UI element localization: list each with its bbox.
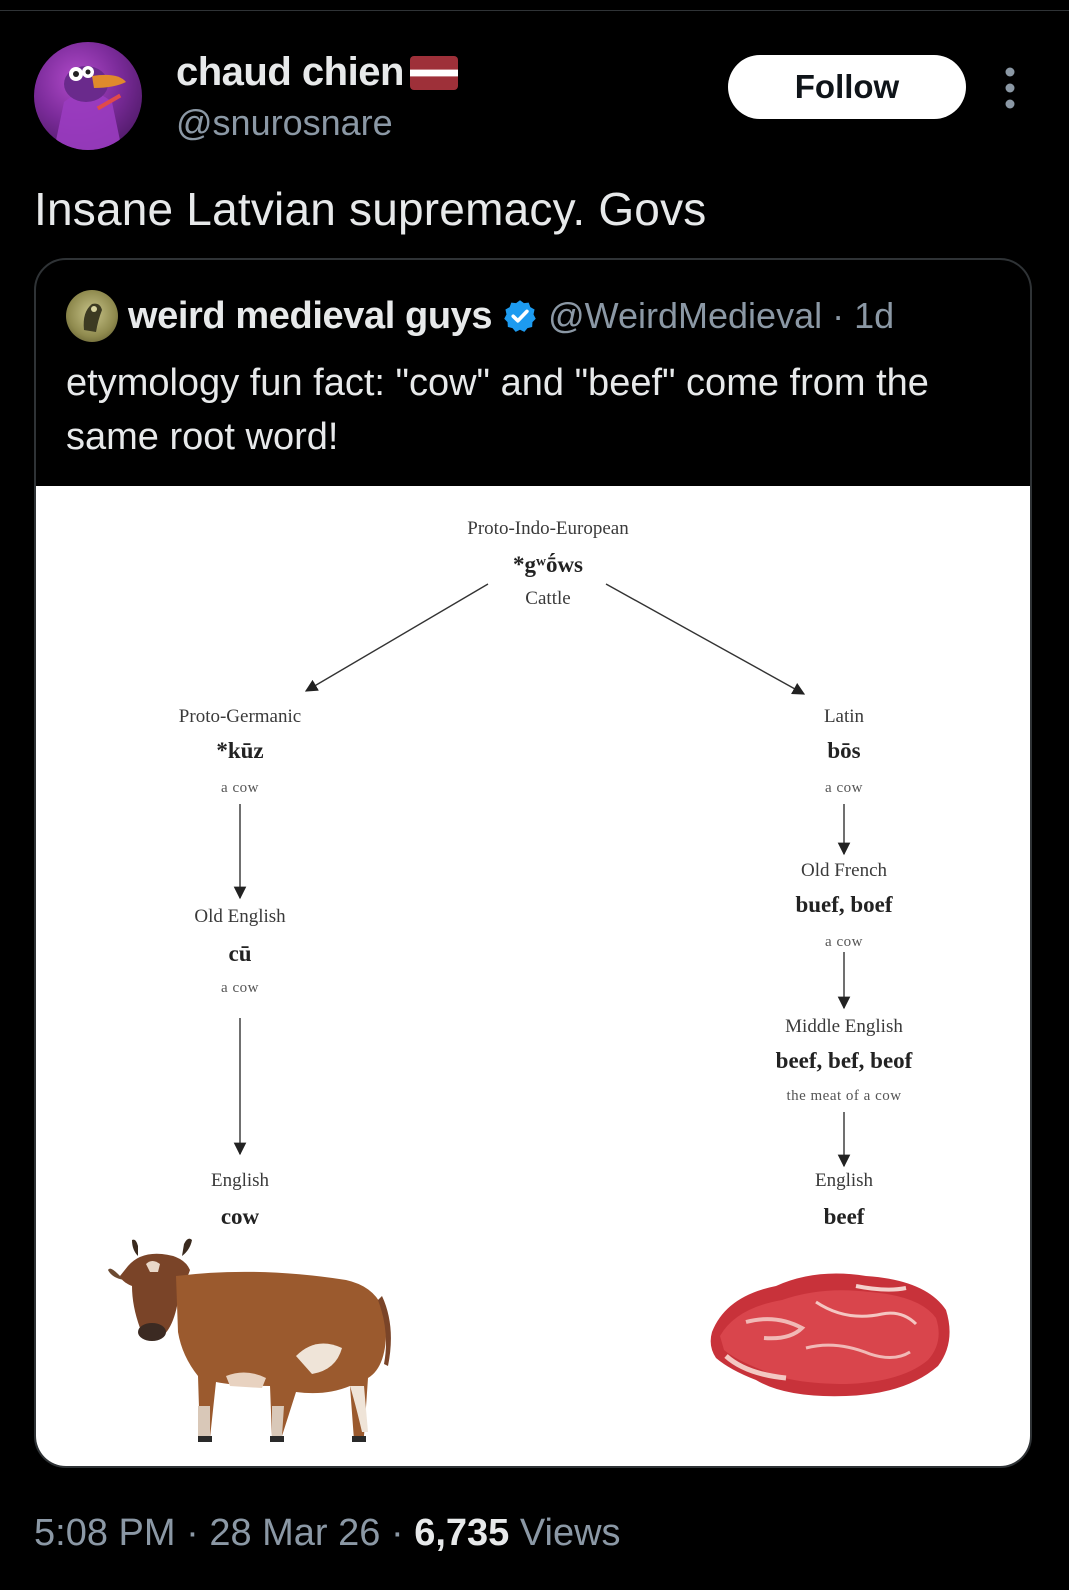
right-2-gloss: the meat of a cow (786, 1088, 902, 1104)
avatar-image (54, 66, 126, 150)
quoted-tweet-card[interactable]: weird medieval guys @WeirdMedieval · 1d … (34, 258, 1032, 1468)
quoted-tweet-text: etymology fun fact: "cow" and "beef" com… (66, 362, 929, 458)
right-1-word: buef, boef (795, 892, 893, 917)
right-0-language: Latin (823, 706, 865, 727)
quoted-avatar-image (83, 303, 102, 332)
quoted-media-image[interactable]: Proto-Indo-European *gʷṓws Cattle Proto-… (36, 486, 1030, 1466)
left-2-word: cow (220, 1204, 260, 1229)
cow-illustration (108, 1238, 391, 1442)
left-2-language: English (210, 1170, 270, 1191)
tweet-meta: 5:08 PM · 28 Mar 26 · 6,735 Views (34, 1512, 621, 1555)
quoted-handle[interactable]: @WeirdMedieval (548, 295, 823, 336)
quoted-timestamp[interactable]: 1d (854, 295, 895, 336)
left-1-word: cū (228, 941, 252, 966)
tweet-text: Insane Latvian supremacy. Govs (34, 183, 707, 235)
right-3-word: beef (823, 1204, 865, 1229)
meta-separator-1: · (186, 1512, 199, 1554)
quoted-tweet-header: weird medieval guys @WeirdMedieval · 1d (66, 290, 894, 342)
author-avatar[interactable] (34, 42, 142, 150)
right-2-language: Middle English (785, 1016, 903, 1037)
right-1-gloss: a cow (825, 934, 863, 950)
right-2-word: beef, bef, beof (775, 1048, 913, 1073)
diagram-arrows (233, 583, 851, 1168)
quoted-display-name[interactable]: weird medieval guys (128, 294, 493, 337)
right-0-gloss: a cow (825, 780, 863, 796)
follow-button[interactable]: Follow (728, 55, 966, 119)
root-word: *gʷṓws (513, 552, 583, 577)
left-0-word: *kūz (216, 738, 264, 763)
author-handle[interactable]: @snurosnare (176, 102, 393, 143)
verified-badge-icon (504, 300, 536, 332)
tweet-date[interactable]: 28 Mar 26 (209, 1512, 381, 1554)
left-0-language: Proto-Germanic (178, 706, 302, 727)
latvia-flag-icon (409, 55, 458, 90)
left-0-gloss: a cow (221, 780, 259, 796)
right-0-word: bōs (827, 738, 861, 763)
root-gloss: Cattle (525, 588, 571, 609)
views-count[interactable]: 6,735 (414, 1512, 510, 1554)
quoted-separator: · (832, 295, 845, 336)
quoted-author-avatar[interactable] (66, 290, 118, 342)
top-divider (0, 10, 1069, 11)
arrow-root-to-germanic (304, 583, 489, 692)
tweet-time[interactable]: 5:08 PM (34, 1512, 176, 1554)
arrow-root-to-latin (605, 583, 806, 695)
left-1-gloss: a cow (221, 980, 259, 996)
right-1-language: Old French (800, 860, 888, 881)
more-vertical-icon[interactable] (1000, 66, 1020, 110)
left-1-language: Old English (194, 906, 286, 927)
views-label: Views (519, 1512, 621, 1554)
beef-steak-illustration (710, 1273, 950, 1397)
author-name-row: chaud chien (176, 50, 458, 95)
root-language: Proto-Indo-European (467, 518, 629, 539)
right-3-language: English (814, 1170, 874, 1191)
author-display-name[interactable]: chaud chien (176, 50, 404, 94)
meta-separator-2: · (390, 1512, 404, 1554)
